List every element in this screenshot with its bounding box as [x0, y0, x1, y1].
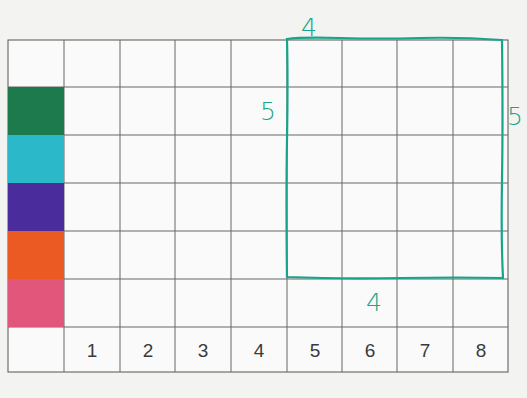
dimension-label: 5 — [507, 104, 523, 129]
dimension-label: 4 — [366, 290, 382, 315]
grid-frame — [8, 40, 508, 372]
purple-square — [8, 183, 64, 231]
colored-squares — [8, 87, 64, 327]
drawn-rectangle — [287, 38, 504, 279]
column-number: 5 — [310, 341, 321, 360]
cyan-square — [8, 135, 64, 183]
pink-square — [8, 279, 64, 327]
column-number: 6 — [365, 341, 376, 360]
column-number: 2 — [143, 341, 154, 360]
dimension-label: 4 — [301, 15, 317, 40]
green-square — [8, 87, 64, 135]
column-number: 4 — [254, 341, 265, 360]
column-number: 3 — [198, 341, 209, 360]
column-number: 8 — [476, 341, 487, 360]
orange-square — [8, 231, 64, 279]
dimension-label: 5 — [260, 99, 276, 124]
grid-lines — [8, 40, 508, 372]
column-number: 7 — [420, 341, 431, 360]
column-number: 1 — [87, 341, 98, 360]
